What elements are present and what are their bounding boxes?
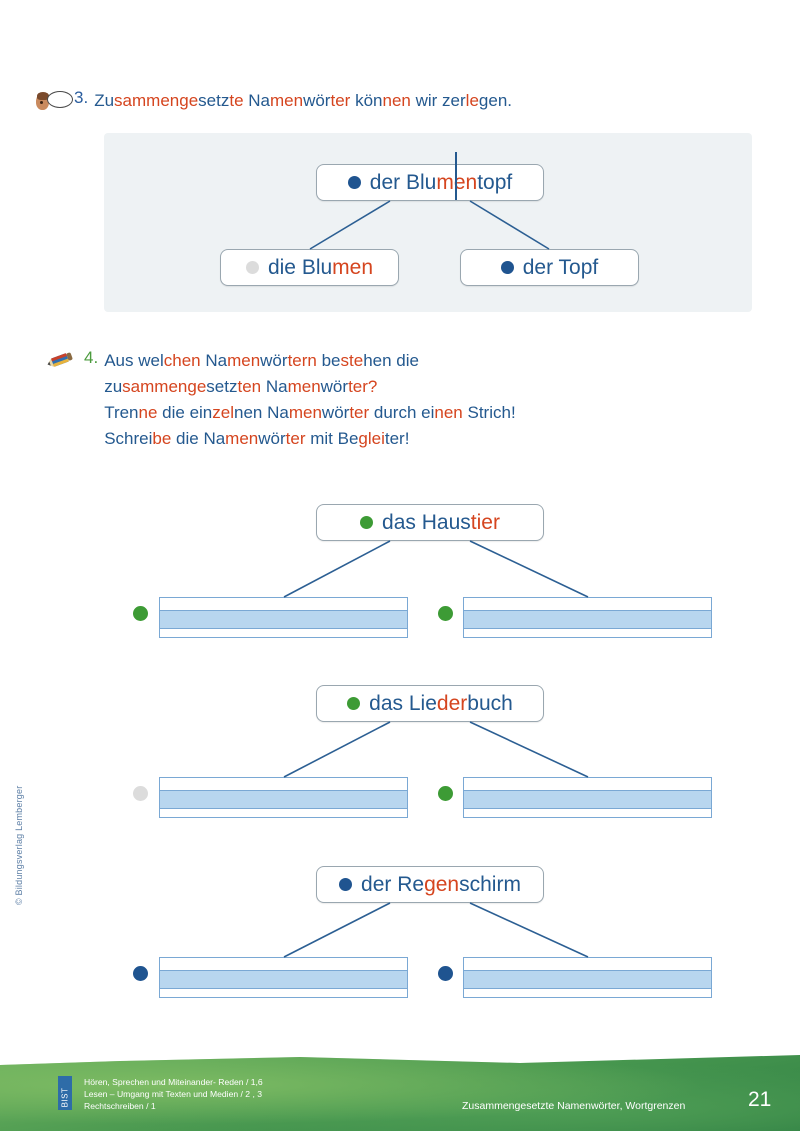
exercise-4-number: 4. bbox=[84, 348, 99, 367]
word-card-die-blumen-text: die Blumen bbox=[267, 255, 374, 279]
speech-bubble-icon bbox=[34, 90, 74, 114]
bist-badge: BIST bbox=[58, 1076, 72, 1110]
answer-line-regenschirm-right[interactable] bbox=[463, 957, 712, 998]
word-card-haustier: das Haustier bbox=[316, 504, 544, 541]
answer-dot-liederbuch-left bbox=[133, 786, 148, 801]
bist-standards-list: Hören, Sprechen und Miteinander- Reden /… bbox=[84, 1076, 263, 1112]
answer-line-haustier-right[interactable] bbox=[463, 597, 712, 638]
word-card-liederbuch-text: das Liederbuch bbox=[369, 691, 513, 715]
answer-line-regenschirm-left[interactable] bbox=[159, 957, 408, 998]
word-card-der-topf: der Topf bbox=[460, 249, 639, 286]
exercise-3-number: 3. bbox=[74, 88, 89, 107]
exercise-3-panel bbox=[104, 133, 752, 312]
bist-line-3: Rechtschreiben / 1 bbox=[84, 1101, 156, 1111]
copyright-notice: © Bildungsverlag Lemberger bbox=[14, 785, 24, 905]
exercise-4-text: Aus welchen Namenwörtern bestehen die zu… bbox=[104, 348, 515, 452]
answer-dot-regenschirm-left bbox=[133, 966, 148, 981]
word-card-regenschirm-text: der Regenschirm bbox=[361, 872, 521, 896]
exercise-3-text: Zusammengesetzte Namenwörter können wir … bbox=[94, 91, 512, 110]
word-split-line bbox=[455, 152, 457, 200]
answer-dot-haustier-left bbox=[133, 606, 148, 621]
exercise-4-line-4: Schreibe die Namenwörter mit Begleiter! bbox=[104, 429, 410, 448]
answer-dot-haustier-right bbox=[438, 606, 453, 621]
answer-line-liederbuch-left[interactable] bbox=[159, 777, 408, 818]
page-number: 21 bbox=[748, 1088, 772, 1111]
pencil-icon bbox=[44, 350, 84, 374]
marker-dot-green bbox=[347, 697, 361, 710]
word-card-blumentopf: der Blumentopf bbox=[316, 164, 544, 201]
word-card-blumentopf-text: der Blumentopf bbox=[369, 170, 513, 194]
word-card-die-blumen: die Blumen bbox=[220, 249, 399, 286]
footer-topic-title: Zusammengesetzte Namenwörter, Wortgrenze… bbox=[462, 1100, 686, 1112]
bist-line-1: Hören, Sprechen und Miteinander- Reden /… bbox=[84, 1077, 263, 1087]
answer-dot-liederbuch-right bbox=[438, 786, 453, 801]
marker-dot-gray bbox=[245, 261, 259, 274]
exercise-3-heading: 3. Zusammengesetzte Namenwörter können w… bbox=[34, 88, 754, 114]
footer-grass-band bbox=[0, 1055, 800, 1131]
bist-badge-label: BIST bbox=[60, 1087, 70, 1108]
answer-line-haustier-left[interactable] bbox=[159, 597, 408, 638]
word-card-der-topf-text: der Topf bbox=[522, 255, 599, 279]
marker-dot-blue bbox=[339, 878, 353, 891]
bist-line-2: Lesen – Umgang mit Texten und Medien / 2… bbox=[84, 1089, 263, 1099]
exercise-4-line-2: zusammengesetzten Namenwörter? bbox=[104, 377, 378, 396]
page-footer bbox=[0, 1041, 800, 1131]
word-card-haustier-text: das Haustier bbox=[382, 510, 500, 534]
exercise-4-line-3: Trenne die einzelnen Namenwörter durch e… bbox=[104, 403, 516, 422]
marker-dot-green bbox=[360, 516, 374, 529]
word-card-liederbuch: das Liederbuch bbox=[316, 685, 544, 722]
marker-dot-blue bbox=[347, 176, 361, 189]
exercise-4-heading: 4. Aus welchen Namenwörtern bestehen die… bbox=[44, 348, 764, 452]
answer-dot-regenschirm-right bbox=[438, 966, 453, 981]
exercise-4-line-1: Aus welchen Namenwörtern bestehen die bbox=[104, 351, 419, 370]
marker-dot-blue bbox=[500, 261, 514, 274]
word-card-regenschirm: der Regenschirm bbox=[316, 866, 544, 903]
answer-line-liederbuch-right[interactable] bbox=[463, 777, 712, 818]
